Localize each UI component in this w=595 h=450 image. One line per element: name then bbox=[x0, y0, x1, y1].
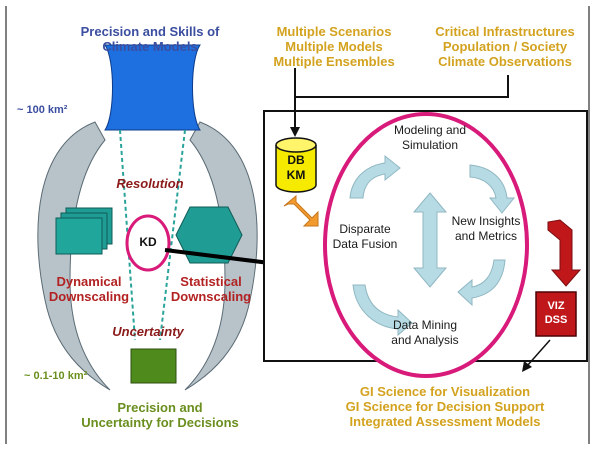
mining-line1: Data Mining bbox=[392, 318, 458, 332]
climate-models-title-line2: Climate Models bbox=[102, 39, 198, 54]
decision-square bbox=[130, 348, 177, 384]
connector-down-head bbox=[290, 127, 300, 137]
db-label: DB bbox=[287, 153, 305, 167]
db-cylinder-body bbox=[275, 145, 317, 193]
scale-bottom-label: ~ 0.1-10 km² bbox=[24, 370, 88, 382]
db-km-label: DB KM bbox=[280, 153, 312, 183]
climate-models-title: Precision and Skills of Climate Models bbox=[70, 24, 230, 54]
dynamical-line2: Downscaling bbox=[48, 289, 130, 304]
statistical-line1: Statistical bbox=[180, 274, 242, 289]
scenarios-line3: Multiple Ensembles bbox=[273, 54, 395, 69]
disparate-line1: Disparate bbox=[339, 222, 391, 236]
statistical-label: Statistical Downscaling bbox=[166, 274, 256, 304]
statistical-hexagon bbox=[175, 206, 243, 264]
insights-line1: New Insights bbox=[451, 214, 521, 228]
viz-dss-box bbox=[535, 291, 577, 337]
db-cylinder-top bbox=[275, 137, 317, 153]
mining-line2: and Analysis bbox=[391, 333, 459, 347]
viz-arrow-head bbox=[522, 361, 532, 372]
cycle-arrow-bottom-left bbox=[352, 284, 413, 337]
decisions-line2: Uncertainty for Decisions bbox=[81, 415, 239, 430]
resolution-label: Resolution bbox=[116, 176, 184, 191]
disparate-label: Disparate Data Fusion bbox=[325, 222, 405, 252]
scenarios-line2: Multiple Models bbox=[285, 39, 383, 54]
cycle-arrow-top-right bbox=[469, 164, 516, 214]
statistical-line2: Downscaling bbox=[170, 289, 252, 304]
left-outer-arc bbox=[37, 121, 111, 391]
disparate-line2: Data Fusion bbox=[332, 237, 398, 251]
dynamical-layer-1 bbox=[55, 217, 103, 255]
dss-label: DSS bbox=[544, 314, 568, 326]
cycle-arrow-top-left bbox=[349, 154, 401, 199]
insights-label: New Insights and Metrics bbox=[446, 214, 526, 244]
infrastructure-line3: Climate Observations bbox=[438, 54, 572, 69]
decisions-text: Precision and Uncertainty for Decisions bbox=[75, 400, 245, 430]
kd-ellipse bbox=[125, 214, 171, 272]
gi-line3: Integrated Assessment Models bbox=[349, 414, 541, 429]
orange-double-arrow bbox=[283, 194, 319, 227]
mining-label: Data Mining and Analysis bbox=[375, 318, 475, 348]
gi-science-text: GI Science for Visualization GI Science … bbox=[300, 384, 590, 429]
climate-model-surface bbox=[104, 44, 201, 131]
modeling-label: Modeling and Simulation bbox=[380, 123, 480, 153]
red-down-arrow bbox=[547, 219, 582, 287]
modeling-line1: Modeling and bbox=[393, 123, 467, 137]
uncertainty-label: Uncertainty bbox=[112, 324, 184, 339]
gi-line2: GI Science for Decision Support bbox=[345, 399, 545, 414]
dynamical-label: Dynamical Downscaling bbox=[44, 274, 134, 304]
center-double-arrow bbox=[412, 192, 448, 288]
viz-dss-label: VIZ DSS bbox=[536, 299, 576, 327]
infrastructure-text: Critical Infrastructures Population / So… bbox=[420, 24, 590, 69]
climate-models-title-line1: Precision and Skills of bbox=[80, 24, 220, 39]
kd-label: KD bbox=[139, 235, 157, 249]
modeling-line2: Simulation bbox=[401, 138, 459, 152]
decisions-line1: Precision and bbox=[117, 400, 203, 415]
gi-line1: GI Science for Visualization bbox=[359, 384, 531, 399]
viz-label: VIZ bbox=[547, 300, 565, 312]
cycle-arrow-bottom-right bbox=[457, 259, 506, 307]
km-label: KM bbox=[286, 168, 306, 182]
connector-top-right bbox=[295, 75, 509, 98]
infrastructure-line2: Population / Society bbox=[442, 39, 568, 54]
insights-line2: and Metrics bbox=[454, 229, 518, 243]
dynamical-line1: Dynamical bbox=[56, 274, 122, 289]
scenarios-text: Multiple Scenarios Multiple Models Multi… bbox=[258, 24, 410, 69]
scale-top-label: ~ 100 km² bbox=[17, 104, 68, 116]
scenarios-line1: Multiple Scenarios bbox=[276, 24, 392, 39]
infrastructure-line1: Critical Infrastructures bbox=[435, 24, 575, 39]
viz-arrow-line bbox=[526, 339, 551, 367]
right-dashed-line bbox=[159, 129, 186, 341]
